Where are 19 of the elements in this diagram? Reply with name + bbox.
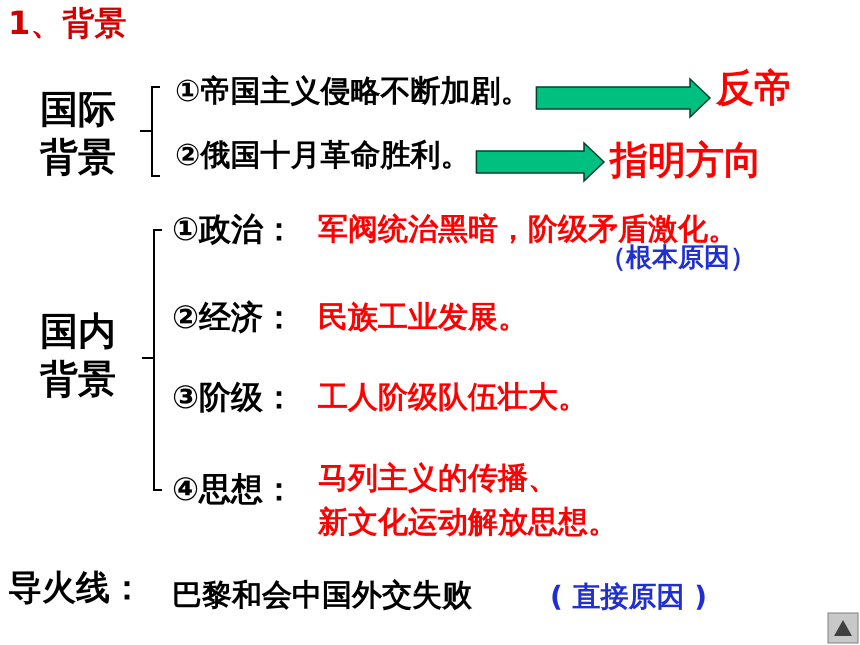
block-arrow bbox=[536, 77, 712, 119]
group-label: 国内背景 bbox=[40, 308, 117, 402]
node-text: ②俄国十月革命胜利。 bbox=[175, 138, 470, 174]
title: 1、背景 bbox=[8, 4, 126, 42]
item-label: 导火线： bbox=[8, 568, 144, 609]
item-text: 民族工业发展。 bbox=[318, 300, 528, 336]
item-label: ④思想： bbox=[172, 470, 296, 508]
node-text: ①帝国主义侵略不断加剧。 bbox=[175, 74, 530, 110]
group-label: 国际背景 bbox=[40, 86, 117, 180]
block-arrow bbox=[476, 141, 606, 183]
node-text: 指明方向 bbox=[610, 138, 762, 184]
node-text: 反帝 bbox=[716, 66, 792, 112]
item-text: 工人阶级队伍壮大。 bbox=[318, 380, 588, 416]
item-text: 马列主义的传播、新文化运动解放思想。 bbox=[318, 460, 619, 542]
item-label: ①政治： bbox=[172, 210, 296, 248]
note-text: ( 直接原因 ) bbox=[550, 580, 708, 614]
item-label: ②经济： bbox=[172, 298, 296, 336]
item-label: ③阶级： bbox=[172, 378, 296, 416]
item-text: 巴黎和会中国外交失败 bbox=[172, 578, 472, 614]
